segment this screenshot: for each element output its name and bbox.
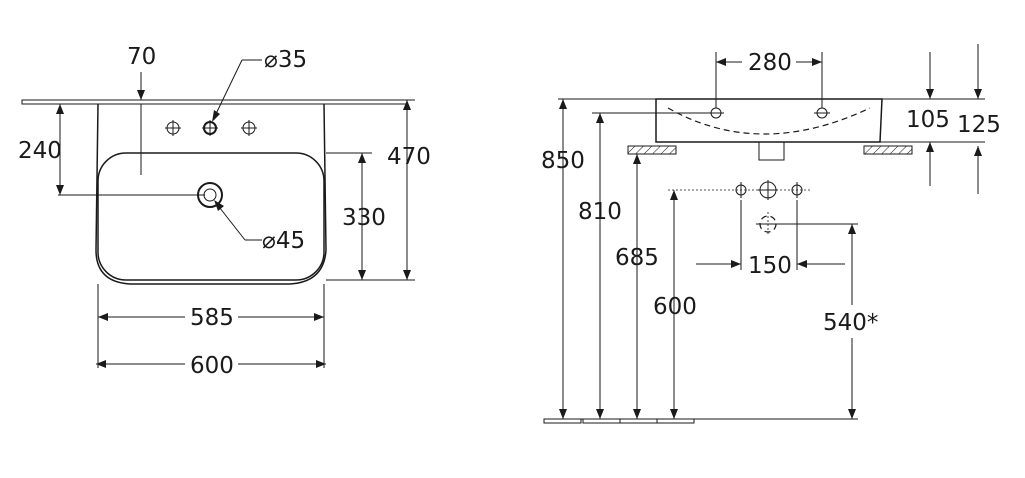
floor-plate-1 [543, 418, 582, 424]
dim-height-600: 600 [653, 294, 697, 320]
waste-outlet [758, 141, 785, 161]
dim-bowl-depth: 330 [342, 205, 386, 231]
bracket-left [627, 145, 677, 155]
basin-outline [95, 103, 327, 285]
dim-height-685: 685 [615, 245, 659, 271]
bowl-outline [97, 152, 325, 281]
dim-drain: ⌀45 [262, 228, 305, 254]
dim-tap-hole: ⌀35 [264, 47, 307, 73]
wall-slab [21, 99, 408, 105]
side-view: 280 105 125 850 810 685 [541, 44, 1001, 424]
drain-inner [203, 188, 217, 202]
dim-supply-spacing: 150 [748, 253, 792, 279]
dim-total-depth: 470 [387, 144, 431, 170]
dim-waste-height: 540* [823, 310, 878, 336]
dim-depth-to-drain: 240 [18, 138, 62, 164]
dim-height-850: 850 [541, 148, 585, 174]
dim-total-height: 125 [957, 112, 1001, 138]
tap-holes [165, 120, 257, 136]
dim-hole-offset: 70 [127, 44, 156, 70]
dim-fixing-spacing: 280 [748, 50, 792, 76]
basin-side-outline [655, 98, 883, 143]
bowl-curve [667, 107, 871, 135]
floor-plate-2 [582, 418, 621, 424]
dim-bowl-height: 105 [906, 107, 950, 133]
bracket-right [863, 145, 913, 155]
floor-plate-4 [656, 418, 695, 424]
dim-height-810: 810 [578, 199, 622, 225]
floor-plate-3 [619, 418, 658, 424]
dim-bowl-width: 585 [190, 305, 234, 331]
dim-total-width: 600 [190, 353, 234, 379]
top-view: 70 ⌀35 240 ⌀45 470 330 585 [18, 44, 431, 379]
